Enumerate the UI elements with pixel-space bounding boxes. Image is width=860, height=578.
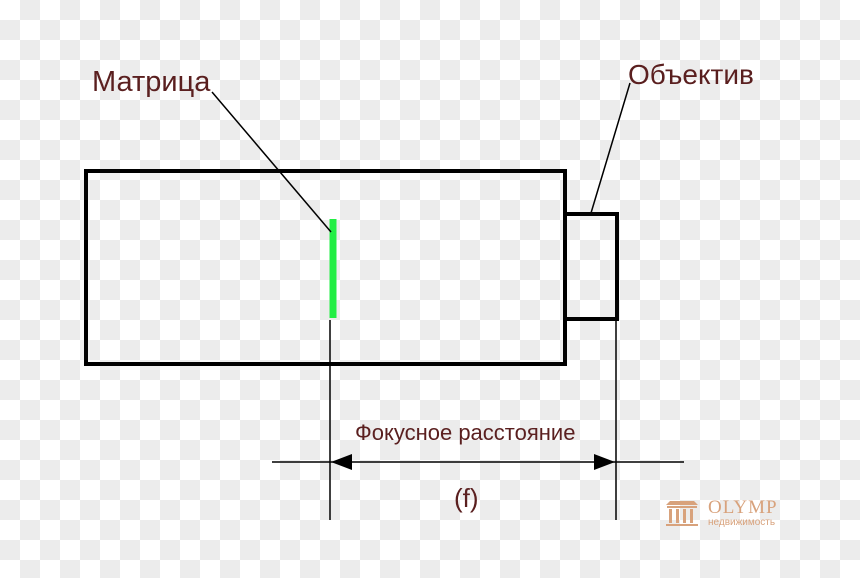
lens-label: Объектив [628,59,754,90]
left-arrowhead [331,454,352,470]
column-logo-icon [660,498,704,528]
matrix-label: Матрица [92,66,211,98]
watermark-subtitle: недвижимость [708,517,776,528]
lens-barrel [565,212,619,321]
focal-distance-label: Фокусное расстояние [355,420,576,445]
right-arrowhead [594,454,615,470]
focal-symbol-label: (f) [454,483,479,513]
watermark-brand: OLYMP [708,497,778,518]
matrix-leader-line [211,91,332,233]
watermark: OLYMP недвижимость [660,498,778,528]
lens-leader-line [590,82,631,214]
camera-body [84,169,567,366]
